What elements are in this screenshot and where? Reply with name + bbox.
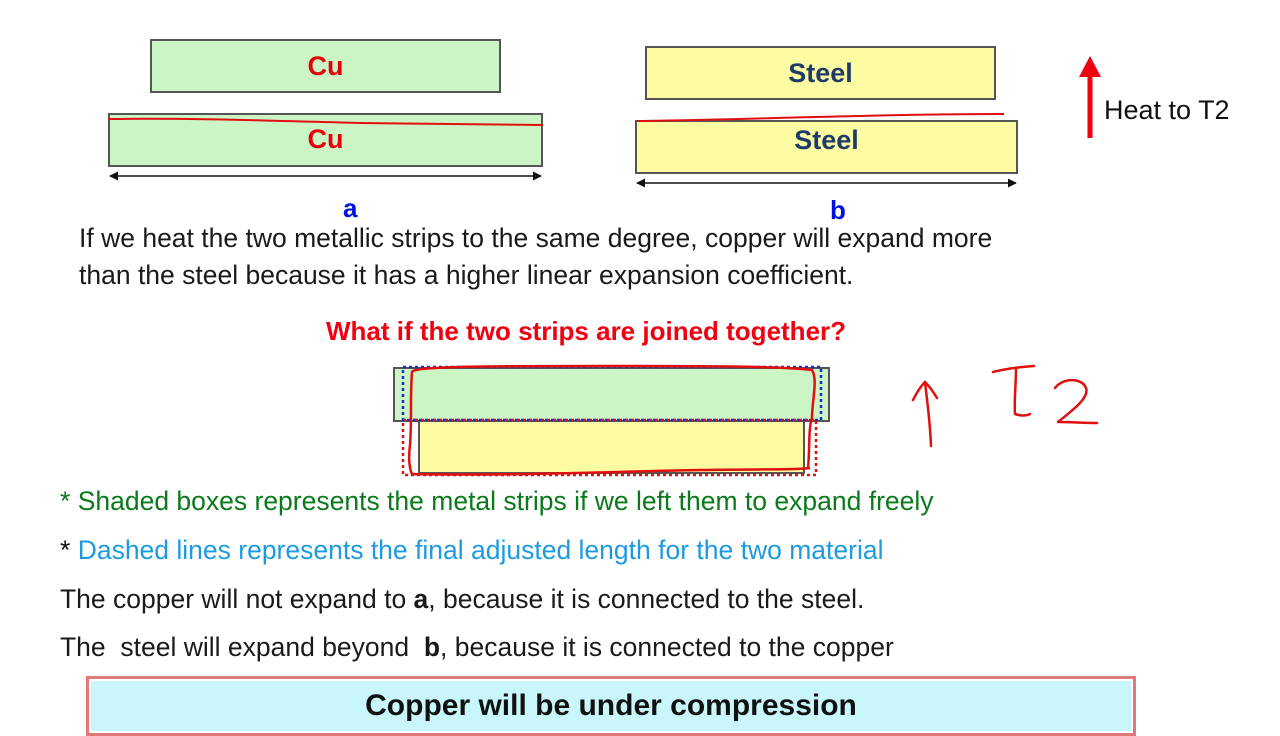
explanation-line-1: If we heat the two metallic strips to th… (79, 223, 993, 253)
dimension-label-b: b (830, 195, 846, 225)
diagram-overlay (107, 56, 1101, 477)
note-steel-post: , because it is connected to the copper (440, 632, 894, 662)
question-heading: What if the two strips are joined togeth… (326, 316, 847, 346)
note-shaded-boxes: * Shaded boxes represents the metal stri… (60, 486, 934, 517)
pen-outline-top (410, 364, 816, 469)
heat-label: Heat to T2 (1104, 95, 1230, 125)
steel-strip-original: Steel (645, 46, 996, 100)
note-steel-bold: b (423, 632, 441, 662)
steel-strip-expanded: Steel (635, 120, 1018, 174)
note-copper-pre: The copper will not expand to (60, 584, 414, 614)
copper-strip-original: Cu (150, 39, 501, 93)
copper-final-dashed-outline (401, 365, 823, 422)
steel-label-top: Steel (788, 57, 853, 88)
explanation-line-2: than the steel because it has a higher l… (79, 260, 854, 290)
note-steel-pre: The steel will expand beyond (60, 632, 424, 662)
handwritten-heat-note (911, 364, 1099, 448)
copper-marker-line (107, 117, 544, 126)
steel-label-bottom: Steel (794, 124, 859, 155)
note-copper-post: , because it is connected to the steel. (428, 584, 865, 614)
note-dashed-text: Dashed lines represents the final adjust… (77, 535, 884, 565)
note-steel: The steel will expand beyond b, because … (60, 632, 894, 663)
note-copper-bold: a (413, 584, 429, 614)
note-shaded-bullet: * (60, 486, 78, 516)
copper-label-bottom: Cu (307, 123, 344, 154)
note-dashed-lines: * Dashed lines represents the final adju… (60, 535, 883, 566)
conclusion-text: Copper will be under compression (365, 689, 857, 722)
dimension-label-a: a (343, 193, 358, 223)
note-shaded-text: Shaded boxes represents the metal strips… (77, 486, 934, 516)
steel-marker-line (636, 113, 1005, 122)
steel-final-dashed-outline (401, 418, 818, 477)
note-dashed-bullet: * (60, 535, 78, 565)
note-copper: The copper will not expand to a, because… (60, 584, 864, 615)
pen-outline-bottom (407, 371, 811, 476)
conclusion-box: Copper will be under compression (86, 676, 1136, 736)
copper-label-top: Cu (307, 50, 344, 81)
